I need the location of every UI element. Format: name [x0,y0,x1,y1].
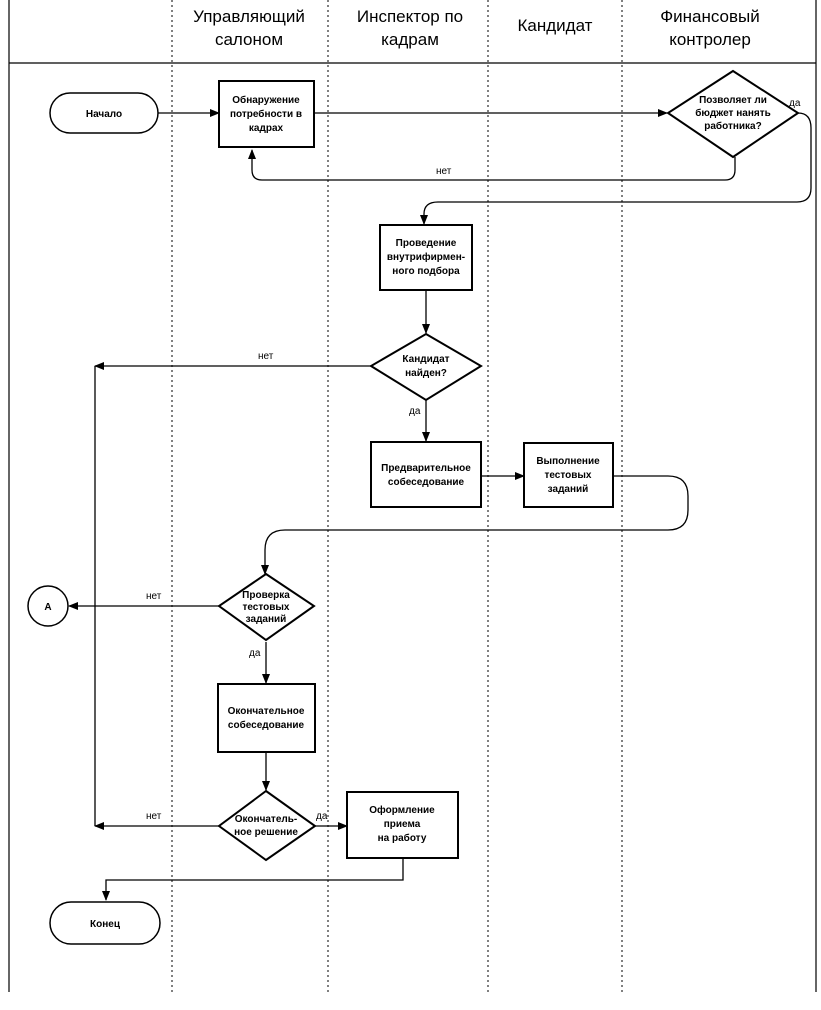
edge-label-found-yes: да [409,406,421,417]
edge-label-found-no: нет [258,351,274,362]
test-tasks-line-1: Выполнение [536,456,600,467]
hiring-line-1: Оформление [369,804,435,816]
test-check-line-1: Проверка [242,590,290,601]
lane-title-hr-line-2: кадрам [381,30,439,49]
edge-budget-need-no [248,149,736,181]
edge-label-decision-yes: да [316,811,328,822]
connector-a: A [27,585,69,627]
test-tasks-line-3: заданий [548,484,589,495]
start-terminal: Начало [49,92,159,134]
start-terminal-label: Начало [86,109,122,120]
edge-label-budget-yes: да [789,98,801,109]
final-decision-line-1: Окончатель- [235,814,297,825]
test-tasks-process: Выполнение тестовых заданий [523,442,614,508]
test-tasks-line-2: тестовых [544,470,591,481]
lane-title-finance-line-1: Финансовый [660,7,760,26]
internal-selection-process: Проведение внутрифирмен- ного подбора [379,224,473,291]
edge-hire-end [102,858,404,901]
final-interview-line-1: Окончательное [228,706,305,717]
preliminary-interview-line-2: собеседование [388,476,465,488]
test-check-line-2: тестовых [242,602,289,613]
need-process-line-1: Обнаружение [232,94,300,106]
lane-title-manager: Управляющий салоном [193,7,305,49]
candidate-found-decision: Кандидат найден? [369,332,483,402]
budget-decision-line-3: работника? [704,120,761,132]
lane-title-finance: Финансовый контролер [660,7,760,49]
final-decision: Окончатель- ное решение [217,789,317,862]
edge-budget-internal-yes [420,112,812,225]
hiring-line-3: на работу [378,832,427,844]
hiring-process: Оформление приема на работу [346,791,459,859]
edge-label-check-yes: да [249,648,261,659]
budget-decision-line-2: бюджет нанять [695,107,771,119]
internal-selection-line-2: внутрифирмен- [387,251,465,263]
hiring-line-2: приема [384,819,421,830]
candidate-found-line-2: найден? [405,368,447,379]
preliminary-interview-line-1: Предварительное [381,463,471,474]
test-check-decision: Проверка тестовых заданий [217,572,316,642]
final-decision-line-2: ное решение [234,827,298,838]
lane-title-manager-line-1: Управляющий [193,7,305,26]
internal-selection-line-3: ного подбора [392,265,460,277]
edge-label-check-no: нет [146,591,162,602]
edge-label-budget-no: нет [436,166,452,177]
end-terminal: Конец [49,901,161,945]
connector-a-label: A [44,602,51,613]
need-process: Обнаружение потребности в кадрах [218,80,315,148]
end-terminal-label: Конец [90,919,121,930]
need-process-line-3: кадрах [249,123,284,134]
lane-title-finance-line-2: контролер [669,30,751,49]
test-check-line-3: заданий [246,614,287,625]
final-interview-process: Окончательное собеседование [217,683,316,753]
candidate-found-line-1: Кандидат [402,354,449,365]
need-process-line-2: потребности в [230,108,302,120]
final-interview-line-2: собеседование [228,719,305,731]
budget-decision: Позволяет ли бюджет нанять работника? [666,69,800,159]
lane-title-candidate: Кандидат [518,16,593,35]
lane-title-manager-line-2: салоном [215,30,283,49]
budget-decision-line-1: Позволяет ли [699,95,767,106]
edge-label-decision-no: нет [146,811,162,822]
edge-tests-check [261,475,689,575]
internal-selection-line-1: Проведение [396,238,457,249]
lane-title-hr: Инспектор по кадрам [357,7,463,49]
lane-title-candidate-line-1: Кандидат [518,16,593,35]
preliminary-interview-process: Предварительное собеседование [370,441,482,508]
lane-title-hr-line-1: Инспектор по [357,7,463,26]
